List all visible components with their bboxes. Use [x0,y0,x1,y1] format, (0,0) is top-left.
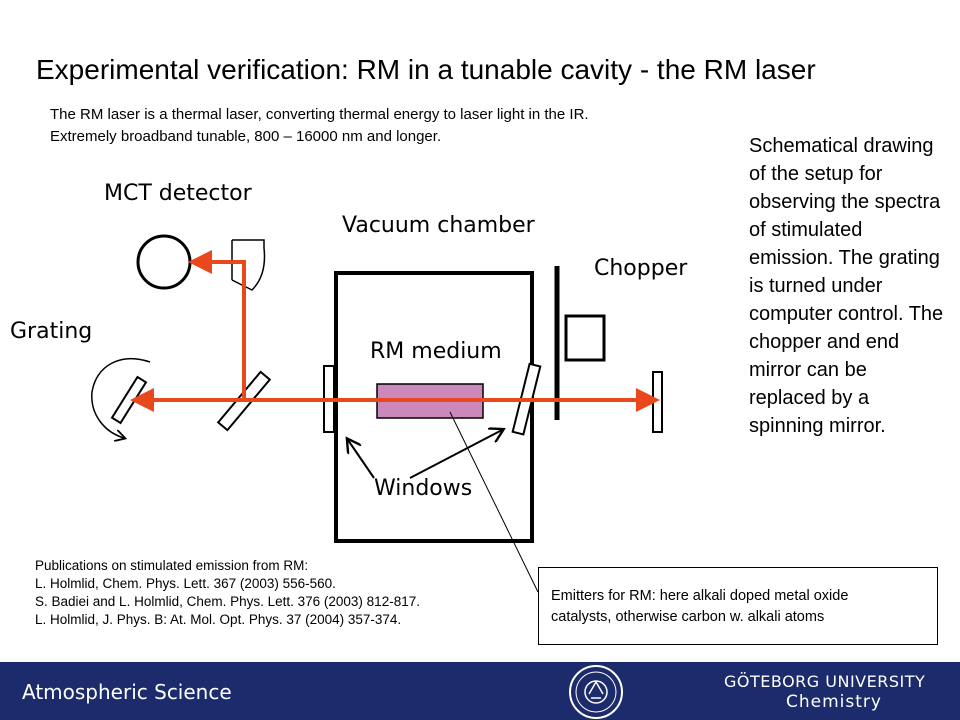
vacuum-chamber-label: Vacuum chamber [342,213,536,238]
publications-heading: Publications on stimulated emission from… [35,558,309,573]
setup-description: Schematical drawing of the setup for obs… [749,135,944,437]
chopper-label: Chopper [594,256,688,281]
emitter-pointer-line [449,411,539,593]
windows-arrow-right [409,430,502,479]
publication-item: S. Badiei and L. Holmlid, Chem. Phys. Le… [35,594,420,609]
university-seal-icon [569,665,623,719]
emitters-callout: Emitters for RM: here alkali doped metal… [538,567,938,645]
footer-bar [0,662,960,720]
mct-detector-label: MCT detector [104,181,253,206]
chopper-motor [564,314,606,362]
rm-medium-label: RM medium [370,339,502,364]
grating [110,375,148,425]
detector-beam [188,250,246,400]
emitters-line-2: catalysts, otherwise carbon w. alkali at… [551,609,825,625]
slide-title: Experimental verification: RM in a tunab… [36,54,816,85]
windows-label: Windows [374,476,472,501]
grating-rotation-arrow [91,358,151,438]
subtitle-line-1: The RM laser is a thermal laser, convert… [50,106,589,123]
mct-detector [136,234,192,290]
footer-chemistry: Chemistry [786,692,882,712]
end-mirror [652,371,663,433]
emitters-line-1: Emitters for RM: here alkali doped metal… [551,588,849,604]
grating-label: Grating [10,319,92,344]
subtitle-line-2: Extremely broadband tunable, 800 – 16000… [50,128,442,145]
publication-item: L. Holmlid, Chem. Phys. Lett. 367 (2003)… [35,576,336,591]
vacuum-chamber [334,271,534,543]
windows-arrow-left [348,440,375,479]
publication-item: L. Holmlid, J. Phys. B: At. Mol. Opt. Ph… [35,612,402,627]
detector-focusing-mirror [231,239,266,291]
footer-university: GÖTEBORG UNIVERSITY [724,672,926,691]
footer-department-name: Atmospheric Science [22,680,232,704]
publications: Publications on stimulated emission from… [35,557,420,629]
